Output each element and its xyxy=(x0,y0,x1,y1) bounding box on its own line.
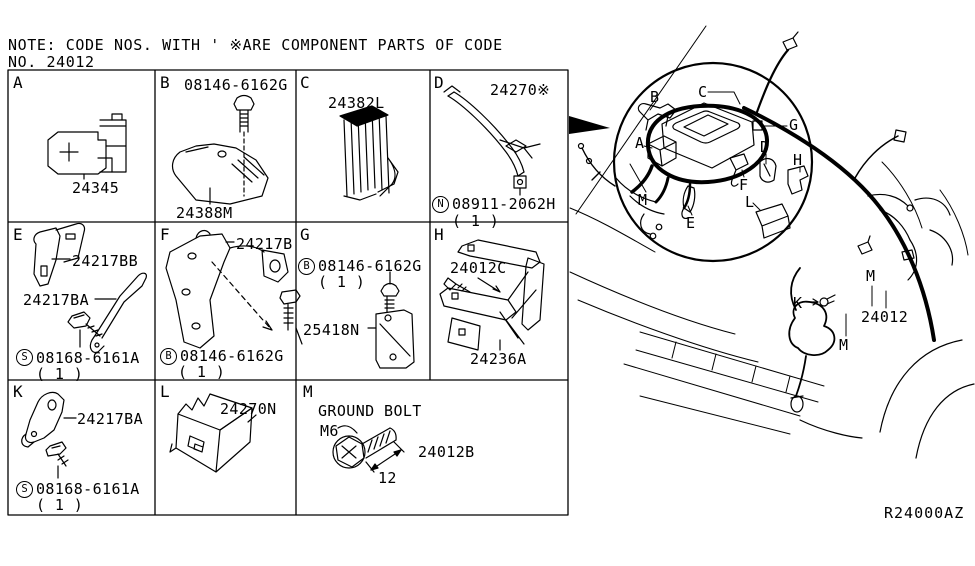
cell-g-drawing xyxy=(367,271,415,369)
note-line-2: NO. 24012 xyxy=(8,53,95,71)
cell-g-letter: G xyxy=(300,225,311,244)
cell-f-letter: F xyxy=(160,225,171,244)
part-number-24236A: 24236A xyxy=(470,350,527,368)
overview-drawing xyxy=(569,25,975,459)
circled-b-marker-g: B xyxy=(298,258,315,275)
callout-l: L xyxy=(745,193,755,211)
cell-m-drawing xyxy=(332,425,405,473)
cell-b-drawing xyxy=(171,94,269,205)
shank-length-label: 12 xyxy=(378,469,397,487)
part-number-24012B: 24012B xyxy=(418,443,475,461)
thread-size-label: M6 xyxy=(320,422,339,440)
callout-m: M xyxy=(638,191,648,209)
cell-e-letter: E xyxy=(13,225,24,244)
callout-m2: M xyxy=(866,267,876,285)
callout-m3: M xyxy=(839,336,849,354)
cell-d-drawing xyxy=(443,85,541,196)
cell-m-letter: M xyxy=(303,382,314,401)
cell-k-letter: K xyxy=(13,382,24,401)
part-number-24388M: 24388M xyxy=(176,204,233,222)
grid-borders xyxy=(7,69,569,516)
cell-a-letter: A xyxy=(13,73,24,92)
part-number-24217BA-e: 24217BA xyxy=(23,291,90,309)
callout-d: D xyxy=(760,138,770,156)
circled-b-marker-f: B xyxy=(160,348,177,365)
circled-s-marker-e: S xyxy=(16,349,33,366)
callout-c: C xyxy=(698,83,708,101)
cell-d-letter: D xyxy=(434,73,445,92)
cell-l-drawing xyxy=(169,393,257,473)
part-number-24270: 24270※ xyxy=(490,81,551,99)
callout-f: F xyxy=(739,176,749,194)
cell-l-letter: L xyxy=(160,382,171,401)
part-number-08168-6161A-k: 08168-6161A xyxy=(36,480,140,498)
qty-g: ( 1 ) xyxy=(318,273,366,291)
qty-k: ( 1 ) xyxy=(36,496,84,514)
callout-b: B xyxy=(650,88,660,106)
part-number-24270N: 24270N xyxy=(220,400,277,418)
callout-a: A xyxy=(635,134,645,152)
part-number-24217BB: 24217BB xyxy=(72,252,139,270)
cell-k-drawing xyxy=(21,391,77,479)
circled-s-marker-k: S xyxy=(16,481,33,498)
part-number-08168-6161A-e: 08168-6161A xyxy=(36,349,140,367)
cell-f-drawing xyxy=(165,229,303,349)
cell-e-drawing xyxy=(33,222,147,353)
cell-b-letter: B xyxy=(160,73,171,92)
part-number-24345: 24345 xyxy=(72,179,120,197)
callout-g: G xyxy=(789,116,799,134)
cell-c-drawing xyxy=(339,105,399,201)
callout-h: H xyxy=(793,151,803,169)
cell-c-letter: C xyxy=(300,73,311,92)
part-number-08146-6162G-f: 08146-6162G xyxy=(180,347,284,365)
ground-bolt-title: GROUND BOLT xyxy=(318,402,422,420)
part-number-24012C: 24012C xyxy=(450,259,507,277)
part-number-25418N: 25418N xyxy=(303,321,360,339)
part-number-24012: 24012 xyxy=(861,308,909,326)
cell-a-drawing xyxy=(47,113,127,180)
qty-d: ( 1 ) xyxy=(452,212,500,230)
part-number-24382L: 24382L xyxy=(328,94,385,112)
cell-h-letter: H xyxy=(434,225,445,244)
part-number-08146-6162G-g: 08146-6162G xyxy=(318,257,422,275)
note-line-1: NOTE: CODE NOS. WITH ' ※ARE COMPONENT PA… xyxy=(8,36,503,54)
drawing-ref-code: R24000AZ xyxy=(884,504,965,522)
qty-e: ( 1 ) xyxy=(36,365,84,383)
part-number-08146-6162G-b: 08146-6162G xyxy=(184,76,288,94)
part-number-24217BA-k: 24217BA xyxy=(77,410,144,428)
callout-e: E xyxy=(686,214,696,232)
cell-h-drawing xyxy=(439,239,545,351)
callout-k: K xyxy=(793,294,803,312)
part-number-08911-2062H: 08911-2062H xyxy=(452,195,556,213)
qty-f: ( 1 ) xyxy=(178,363,226,381)
part-number-24217B: 24217B xyxy=(236,235,293,253)
circled-n-marker: N xyxy=(432,196,449,213)
